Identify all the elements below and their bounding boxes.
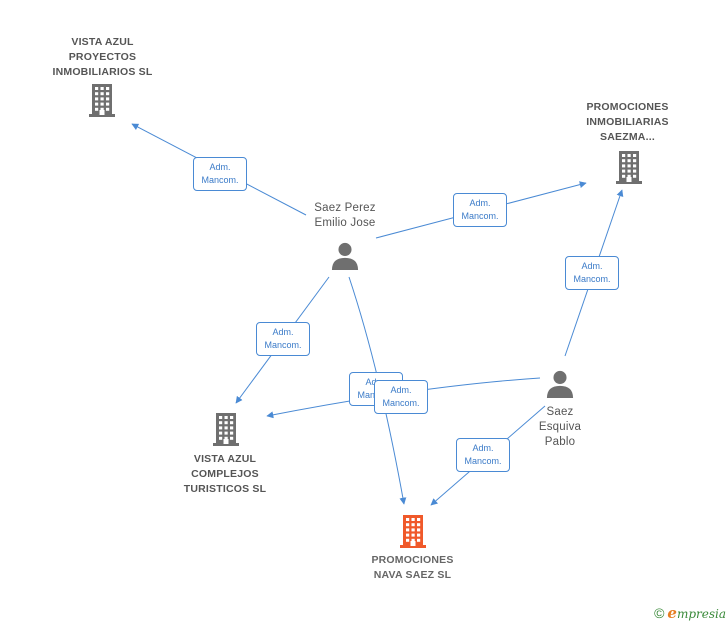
copyright-footer[interactable]: ©empresia (654, 604, 726, 622)
person-icon[interactable] (546, 370, 574, 403)
relation-line1: Adm. (390, 385, 412, 395)
node-label-promociones-nava[interactable]: PROMOCIONES NAVA SAEZ SL (371, 554, 454, 581)
node-label-vista-proyectos[interactable]: VISTA AZUL PROYECTOS INMOBILIARIOS SL (52, 36, 153, 78)
node-label-saez-esquiva[interactable]: Saez Esquiva Pablo (538, 406, 582, 448)
person-icon[interactable] (331, 242, 359, 275)
building-icon[interactable] (398, 514, 428, 553)
building-icon[interactable] (614, 150, 644, 189)
relation-label-esquiva-complejos: Adm. Mancom. (374, 380, 428, 414)
copyright-symbol: © (654, 605, 665, 621)
brand-name: mpresia (676, 607, 726, 621)
relation-line1: Adm. (472, 443, 494, 453)
building-icon[interactable] (87, 83, 117, 122)
relation-line2: Mancom. (464, 456, 502, 466)
relation-label-perez-complejos: Adm. Mancom. (256, 322, 310, 356)
relation-line2: Mancom. (264, 340, 302, 350)
relation-label-perez-proyectos: Adm. Mancom. (193, 157, 247, 191)
relation-line1: Adm. (469, 198, 491, 208)
relation-line2: Mancom. (201, 175, 239, 185)
node-label-promociones-saezma[interactable]: PROMOCIONES INMOBILIARIAS SAEZMA... (586, 101, 669, 143)
relation-line1: Adm. (272, 327, 294, 337)
relation-label-esquiva-saezma: Adm. Mancom. (565, 256, 619, 290)
relation-line1: Adm. (209, 162, 231, 172)
brand-initial: e (667, 604, 677, 622)
relation-label-perez-saezma: Adm. Mancom. (453, 193, 507, 227)
relation-line2: Mancom. (573, 274, 611, 284)
relation-line1: Adm. (581, 261, 603, 271)
node-label-saez-perez[interactable]: Saez Perez Emilio Jose (314, 202, 376, 229)
relation-line2: Mancom. (382, 398, 420, 408)
node-label-vista-complejos[interactable]: VISTA AZUL COMPLEJOS TURISTICOS SL (183, 453, 267, 495)
relation-line2: Mancom. (461, 211, 499, 221)
building-icon[interactable] (211, 412, 241, 451)
relation-label-esquiva-nava: Adm. Mancom. (456, 438, 510, 472)
